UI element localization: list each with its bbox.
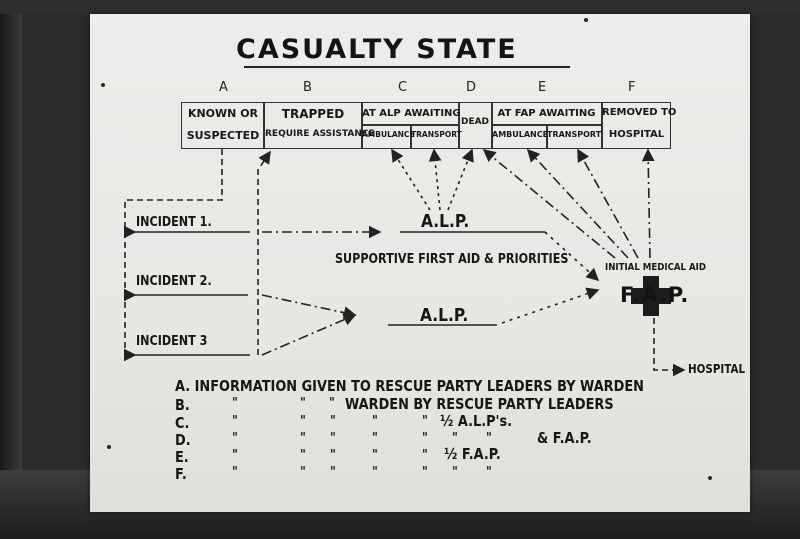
- note-c-letter: C.: [175, 414, 190, 432]
- note-e-ditto: ": [232, 448, 238, 463]
- status-table: [181, 102, 671, 149]
- table-divider: [491, 102, 493, 149]
- note-d-ditto: ": [452, 431, 458, 446]
- note-d-ditto: ": [300, 431, 306, 446]
- note-b-ditto: ": [329, 396, 335, 411]
- alp-label-bottom: A.L.P.: [420, 305, 469, 326]
- table-divider: [601, 102, 603, 149]
- column-letter-d: D: [466, 80, 477, 95]
- note-a: A. INFORMATION GIVEN TO RESCUE PARTY LEA…: [175, 377, 644, 395]
- table-divider: [263, 102, 265, 149]
- table-subdivider: [546, 124, 548, 149]
- column-letter-b: B: [303, 80, 312, 95]
- note-c-text: ½ A.L.P's.: [440, 412, 513, 430]
- note-e-letter: E.: [175, 448, 189, 466]
- cell-alp-transport: TRANSPORT: [411, 130, 462, 139]
- note-d-ditto: ": [422, 431, 428, 446]
- cell-dead: DEAD: [460, 117, 490, 127]
- note-e-text: ½ F.A.P.: [444, 445, 501, 463]
- note-b-letter: B.: [175, 396, 190, 414]
- note-e-ditto: ": [330, 448, 336, 463]
- note-e-ditto: ": [300, 448, 306, 463]
- table-divider: [458, 102, 460, 149]
- note-b-ditto: ": [300, 396, 306, 411]
- note-f-letter: F.: [175, 465, 187, 483]
- note-f-ditto: ": [300, 465, 306, 480]
- column-letter-e: E: [538, 80, 547, 95]
- note-d-ditto: ": [372, 431, 378, 446]
- table-divider: [361, 102, 363, 149]
- alp-label-top: A.L.P.: [421, 211, 470, 232]
- incident-3-label: INCIDENT 3: [136, 334, 208, 349]
- note-f-ditto: ": [330, 465, 336, 480]
- wall-top: [0, 0, 800, 14]
- initial-medical-aid-label: INITIAL MEDICAL AID: [605, 262, 707, 273]
- casualty-state-board: [90, 14, 750, 512]
- column-letter-f: F: [628, 80, 636, 95]
- note-f-ditto: ": [452, 465, 458, 480]
- pin-hole: [584, 18, 588, 22]
- cell-fap-awaiting: AT FAP AWAITING: [497, 108, 596, 119]
- pin-hole: [708, 476, 712, 480]
- note-d-text: & F.A.P.: [537, 429, 592, 447]
- hospital-label: HOSPITAL: [688, 362, 746, 376]
- note-f-ditto: ": [486, 465, 492, 480]
- cell-known-line1: KNOWN OR: [187, 107, 259, 120]
- note-c-ditto: ": [372, 414, 378, 429]
- note-c-ditto: ": [422, 414, 428, 429]
- note-f-ditto: ": [232, 465, 238, 480]
- column-letter-a: A: [219, 80, 228, 95]
- supportive-first-aid-label: SUPPORTIVE FIRST AID & PRIORITIES: [335, 252, 569, 267]
- cell-trapped-line2: REQUIRE ASSISTANCE: [265, 129, 375, 139]
- note-e-ditto: ": [372, 448, 378, 463]
- note-f-ditto: ": [372, 465, 378, 480]
- note-d-letter: D.: [175, 431, 191, 449]
- title-underline: [244, 66, 570, 68]
- cell-removed-line2: HOSPITAL: [608, 129, 665, 140]
- note-b-ditto: ": [232, 396, 238, 411]
- note-c-ditto: ": [330, 414, 336, 429]
- note-d-ditto: ": [486, 431, 492, 446]
- cell-fap-transport: TRANSPORT: [547, 130, 602, 139]
- fap-label: F.A.P.: [620, 283, 690, 307]
- cell-alp-awaiting: AT ALP AWAITING: [362, 108, 461, 119]
- note-f-ditto: ": [422, 465, 428, 480]
- cell-alp-ambulance: AMBULANCE: [362, 130, 415, 139]
- red-cross-icon-bar: [631, 288, 671, 304]
- note-d-ditto: ": [330, 431, 336, 446]
- board-title: CASUALTY STATE: [236, 34, 518, 65]
- pin-hole: [101, 83, 105, 87]
- table-subdivider: [361, 124, 458, 126]
- cell-removed-line1: REMOVED TO: [602, 107, 677, 118]
- note-c-ditto: ": [300, 414, 306, 429]
- note-b-text: WARDEN BY RESCUE PARTY LEADERS: [345, 395, 614, 413]
- note-c-ditto: ": [232, 414, 238, 429]
- wall: [0, 0, 22, 539]
- pin-hole: [107, 445, 111, 449]
- cell-known-line2: SUSPECTED: [186, 129, 260, 142]
- table-subdivider: [410, 124, 412, 149]
- incident-1-label: INCIDENT 1.: [136, 215, 212, 230]
- incident-2-label: INCIDENT 2.: [136, 274, 212, 289]
- note-e-ditto: ": [422, 448, 428, 463]
- cell-fap-ambulance: AMBULANCE: [492, 130, 549, 139]
- cell-trapped-line1: TRAPPED: [281, 107, 345, 121]
- column-letter-c: C: [398, 80, 408, 95]
- note-d-ditto: ": [232, 431, 238, 446]
